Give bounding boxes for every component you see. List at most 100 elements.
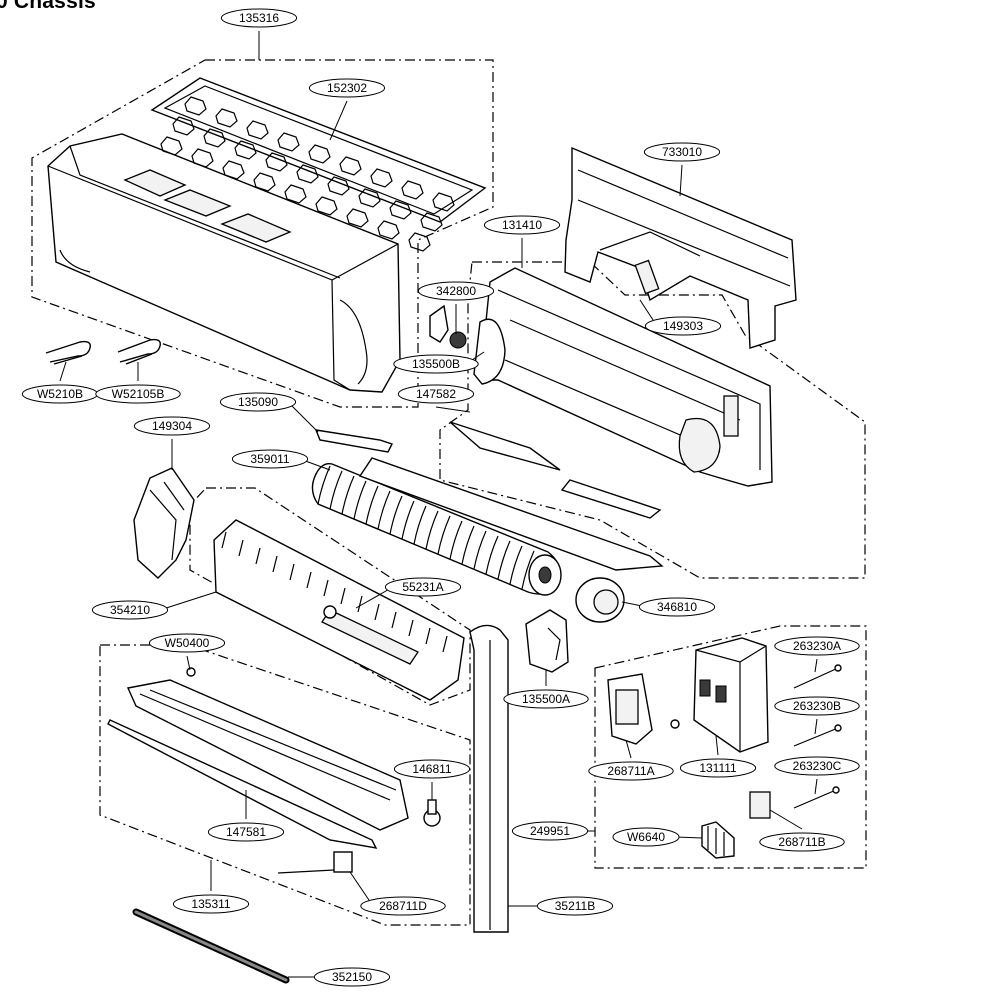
part-152302-label: 152302 (308, 78, 386, 98)
fan-blade (461, 525, 475, 565)
grille-cell (327, 176, 350, 196)
fan-blade (473, 530, 487, 570)
motor-cover-135500a-drawing (525, 609, 569, 673)
part-number-text: 135500B (412, 357, 460, 371)
fan-motor-346810-drawing (575, 577, 625, 623)
mounting-plate-drawing (564, 146, 797, 349)
part-268711b-label: 268711B (759, 832, 845, 852)
part-number-text: 146811 (412, 762, 451, 776)
callout-oval (643, 142, 721, 162)
part-w5210b-label: W5210B (21, 384, 99, 404)
part-number-text: 149304 (152, 419, 192, 433)
evaporator-fin (442, 635, 448, 653)
leader-line-w6640 (675, 836, 703, 839)
evaporator-fin (221, 531, 227, 549)
grille-cell (408, 232, 431, 252)
fan-blade (509, 545, 523, 585)
fan-blade (521, 550, 535, 590)
part-number-text: 135090 (238, 395, 278, 409)
part-135090-label: 135090 (219, 392, 297, 412)
evaporator-fin (408, 619, 414, 637)
fan-blade (413, 505, 427, 545)
vane-link-135090-drawing (314, 429, 393, 453)
grille-cell (296, 164, 319, 184)
grille-cell (432, 192, 455, 212)
part-w6640-label: W6640 (612, 827, 680, 847)
bearing-holder-149304-drawing (133, 467, 195, 579)
part-number-text: 354210 (110, 603, 150, 617)
part-263230c-label: 263230C (774, 756, 860, 776)
part-268711a-label: 268711A (588, 761, 674, 781)
callout-oval (207, 822, 285, 842)
leader-line-w50400 (186, 655, 191, 671)
part-number-text: 733010 (662, 145, 702, 159)
callout-oval (91, 600, 169, 620)
fan-blade (437, 515, 451, 555)
part-147582-label: 147582 (397, 384, 475, 404)
part-number-text: 131410 (502, 218, 542, 232)
leader-line-152302 (329, 100, 348, 141)
part-149303-label: 149303 (644, 316, 722, 336)
part-number-text: 346810 (657, 600, 697, 614)
grille-cell (253, 172, 276, 192)
evaporator-fin (357, 595, 363, 613)
part-number-text: 147581 (226, 825, 266, 839)
leader-line-268711a (625, 739, 632, 759)
filter-grille-drawing (150, 77, 487, 252)
callout-oval (774, 756, 860, 776)
evaporator-assembly-boundary (189, 487, 471, 706)
evaporator-fin (255, 547, 261, 565)
callout-oval (638, 597, 716, 617)
part-number-text: W5210B (37, 387, 83, 401)
part-number-text: 263230B (793, 699, 841, 713)
part-135500a-label: 135500A (503, 689, 589, 709)
part-number-text: 263230A (793, 639, 841, 653)
callout-oval (503, 689, 589, 709)
callout-oval (397, 384, 475, 404)
leader-line-55231a (355, 586, 394, 609)
callout-oval (612, 827, 680, 847)
diagram-title: 0 Chassis (0, 0, 96, 13)
pcb-268711a-drawing (607, 673, 653, 745)
evaporator-fin (340, 587, 346, 605)
front-panel-assembly-boundary (31, 59, 494, 408)
grille-cell (358, 188, 381, 208)
grille-cell (265, 152, 288, 172)
part-number-text: 147582 (416, 387, 456, 401)
grille-cell (315, 196, 338, 216)
part-135311-label: 135311 (172, 894, 250, 914)
grille-cell (215, 108, 238, 128)
fan-blade (389, 495, 403, 535)
grille-cell (284, 184, 307, 204)
callout-oval (759, 832, 845, 852)
part-number-text: 135500A (522, 692, 570, 706)
leader-line-263230c (814, 778, 818, 795)
grille-cell (420, 212, 443, 232)
part-number-text: 135311 (191, 897, 230, 911)
callout-oval (360, 896, 446, 916)
part-147581-label: 147581 (207, 822, 285, 842)
grille-cell (203, 128, 226, 148)
part-55231a-label: 55231A (384, 577, 462, 597)
callout-oval (219, 392, 297, 412)
part-131410-label: 131410 (483, 215, 561, 235)
drain-hose-352150-drawing (132, 908, 290, 984)
chassis-drawing (449, 267, 773, 519)
leader-line-w5210b (59, 361, 67, 382)
discharge-grille-drawing (358, 457, 664, 571)
grille-cell (222, 160, 245, 180)
part-number-text: 135316 (239, 11, 279, 25)
callout-oval (536, 896, 614, 916)
cross-flow-fan-359011-drawing (311, 463, 562, 596)
drain-hose-35211b-drawing (469, 624, 509, 933)
evaporator-fin (272, 555, 278, 573)
leader-line-268711b (769, 809, 803, 830)
part-number-text: 268711A (607, 764, 654, 778)
leader-line-135090 (287, 401, 319, 433)
callout-oval (95, 384, 181, 404)
part-346810-label: 346810 (638, 597, 716, 617)
callout-oval (511, 821, 589, 841)
screw-146811-drawing (423, 799, 441, 827)
part-w52105b-label: W52105B (95, 384, 181, 404)
